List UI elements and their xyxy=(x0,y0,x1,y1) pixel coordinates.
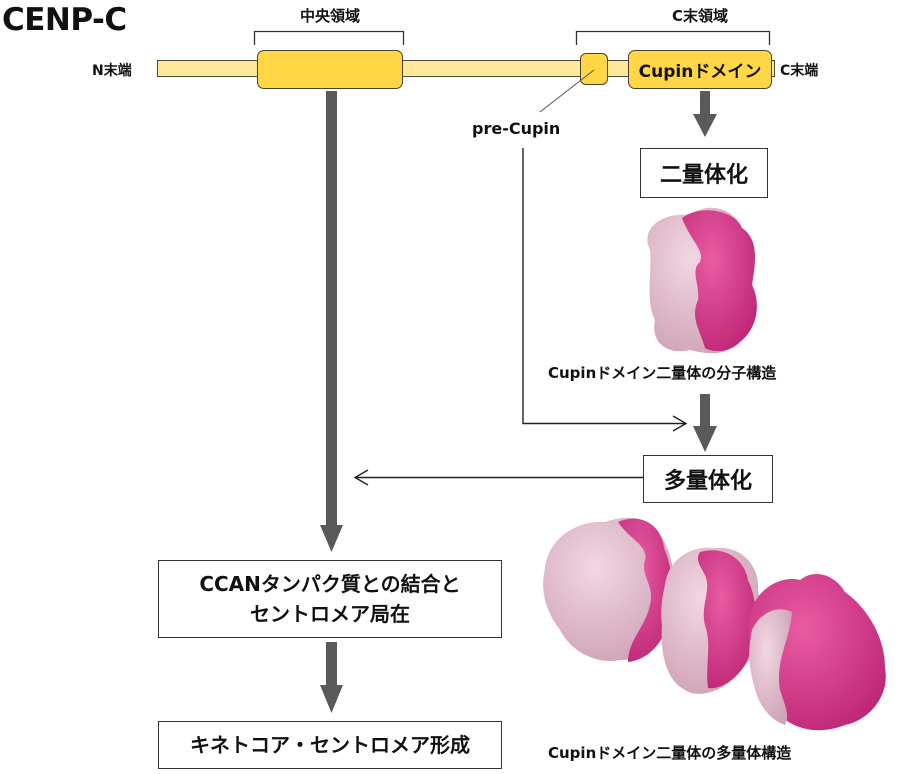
cupin-down-arrow xyxy=(693,91,717,137)
pre-cupin-domain xyxy=(580,53,608,85)
central-domain xyxy=(257,50,403,89)
dimerization-label: 二量体化 xyxy=(659,163,748,188)
ccan-binding-box: CCANタンパク質との結合と セントロメア局在 xyxy=(158,560,502,638)
multimerization-label: 多量体化 xyxy=(663,469,752,494)
dimerization-box: 二量体化 xyxy=(640,148,768,198)
cupin-dimer-structure-image xyxy=(647,207,757,354)
central-region-label: 中央領域 xyxy=(299,7,360,25)
kinetochore-formation-box: キネトコア・セントロメア形成 xyxy=(158,721,502,769)
ccan-binding-line1: CCANタンパク質との結合と xyxy=(199,572,461,596)
pre-cupin-label: pre-Cupin xyxy=(472,119,561,138)
kinetochore-formation-label: キネトコア・セントロメア形成 xyxy=(190,733,470,757)
figure-title: CENP-C xyxy=(2,2,127,38)
cupin-multimer-structure-image xyxy=(543,517,886,731)
pre-cupin-pointer xyxy=(539,69,595,113)
c-terminal-region-bracket xyxy=(575,30,771,45)
pre-cupin-path-arrow xyxy=(522,148,688,432)
ccan-down-arrow xyxy=(320,642,343,713)
multimerization-box: 多量体化 xyxy=(643,455,773,503)
c-terminus-label: C末端 xyxy=(780,63,819,79)
c-terminal-region-label: C末領域 xyxy=(671,7,728,25)
dimer-down-arrow xyxy=(693,394,717,452)
cupin-domain-label: Cupinドメイン xyxy=(638,62,762,82)
dimer-structure-caption: Cupinドメイン二量体の分子構造 xyxy=(548,364,777,382)
n-terminus-label: N末端 xyxy=(92,63,132,79)
multimer-structure-caption: Cupinドメイン二量体の多量体構造 xyxy=(548,744,792,762)
central-down-arrow xyxy=(320,91,343,552)
central-region-bracket xyxy=(253,30,405,45)
ccan-binding-line2: セントロメア局在 xyxy=(250,602,410,626)
cupin-domain: Cupinドメイン xyxy=(628,50,772,89)
multimer-to-central-arrow xyxy=(353,469,643,486)
